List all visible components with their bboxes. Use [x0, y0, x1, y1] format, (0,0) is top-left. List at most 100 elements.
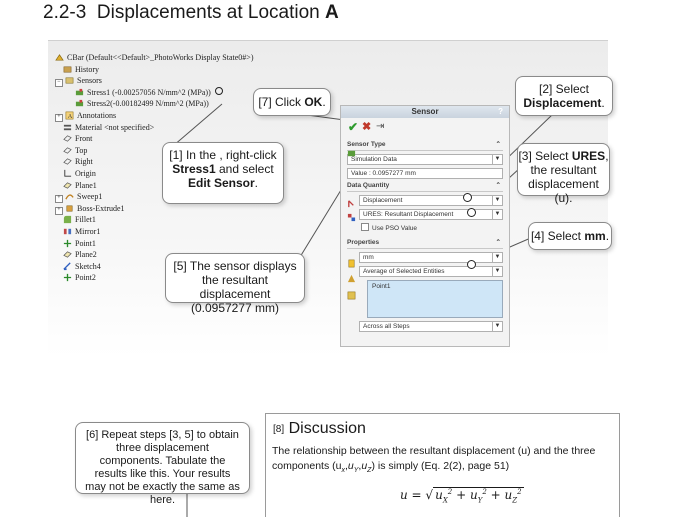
callout-3: [3] Select URES, the resultant displacem… [517, 143, 610, 205]
plane-icon [63, 135, 72, 142]
entities-icon [347, 291, 356, 300]
tree-item-material[interactable]: Material <not specified> [55, 122, 270, 134]
checkbox-box[interactable] [361, 223, 369, 231]
pointer-marker [467, 260, 476, 269]
expand-toggle[interactable]: + [55, 195, 63, 204]
panel-header: Sensor ? [341, 106, 509, 118]
tree-item-right[interactable]: Right [55, 156, 270, 168]
title-number: 2.2-3 [43, 2, 87, 23]
point-icon [63, 274, 72, 282]
sensor-panel: Sensor ? Sensor Type⌃ Simulation Data ▼ … [340, 105, 510, 347]
annotations-icon: A [65, 111, 74, 120]
part-icon [55, 54, 64, 61]
expand-toggle[interactable]: + [55, 206, 63, 215]
tree-item-point2[interactable]: Point2 [55, 272, 270, 284]
sensor-type-dropdown[interactable]: Simulation Data ▼ [347, 154, 503, 165]
tree-item-sketch4[interactable]: Sketch4 [55, 261, 270, 273]
collapse-toggle[interactable]: − [55, 79, 63, 88]
material-icon [63, 124, 72, 130]
help-button[interactable]: ? [498, 107, 503, 116]
chevron-down-icon[interactable]: ▼ [492, 253, 502, 262]
use-pso-checkbox[interactable]: Use PSO Value [361, 223, 503, 232]
units-dropdown[interactable]: mm ▼ [359, 252, 503, 263]
tree-item-point1[interactable]: Point1 [55, 238, 270, 250]
mirror-icon [63, 228, 72, 235]
pointer-marker [463, 193, 472, 202]
callout-1: [1] In the , right-click Stress1 and sel… [162, 142, 284, 204]
fillet-icon [63, 216, 72, 224]
ok-button[interactable]: ✔ [348, 120, 359, 134]
chevron-down-icon[interactable]: ▼ [492, 210, 502, 219]
tree-item-stress1[interactable]: Stress1 (-0.00257056 N/mm^2 (MPa)) [55, 86, 270, 99]
callout-7: [7] Click OK. [253, 88, 331, 116]
callout-4: [4] Select mm. [528, 222, 612, 250]
extrude-icon [66, 205, 73, 212]
tree-item-sweep1[interactable]: +Sweep1 [55, 191, 270, 204]
sensors-folder-icon [65, 77, 74, 84]
component-dropdown[interactable]: URES: Resultant Displacement ▼ [359, 209, 503, 220]
tree-item-fillet1[interactable]: Fillet1 [55, 214, 270, 226]
sketch-icon [63, 262, 71, 270]
title-text: Displacements at Location [96, 2, 320, 23]
quantity-dropdown[interactable]: Displacement ▼ [359, 195, 503, 206]
callout-6: [6] Repeat steps [3, 5] to obtain three … [75, 422, 250, 506]
chevron-down-icon[interactable]: ▼ [492, 267, 502, 276]
plane-icon [63, 251, 72, 258]
tree-item-mirror1[interactable]: Mirror1 [55, 226, 270, 238]
pointer-marker [214, 86, 223, 95]
stress-sensor-icon [75, 88, 84, 95]
discussion-box [265, 413, 620, 517]
pointer-marker [467, 208, 476, 217]
collapse-chevron-icon[interactable]: ⌃ [495, 141, 501, 148]
svg-text:A: A [68, 113, 73, 120]
collapse-chevron-icon[interactable]: ⌃ [495, 182, 501, 189]
point-icon [63, 239, 72, 247]
plane-icon [63, 158, 72, 165]
units-icon [348, 259, 355, 268]
pin-icon[interactable]: ⇥ [376, 121, 385, 132]
cancel-button[interactable]: ✖ [362, 121, 372, 133]
history-icon [63, 66, 72, 73]
section-sensor-type[interactable]: Sensor Type⌃ [347, 140, 503, 151]
selected-entities-list[interactable]: Point1 [367, 280, 503, 318]
page-title: 2.2-3 Displacements at Location A [43, 2, 339, 24]
title-letter: A [325, 2, 339, 23]
section-properties[interactable]: Properties⌃ [347, 238, 503, 249]
tree-item-origin[interactable]: Origin [55, 168, 270, 180]
formula: u = √uX2 + uY2 + uZ2 [400, 487, 524, 505]
sensor-type-icon [347, 150, 356, 157]
tree-item-history[interactable]: History [55, 64, 270, 76]
plane-icon [63, 181, 72, 189]
collapse-chevron-icon[interactable]: ⌃ [495, 239, 501, 246]
tree-item-plane1[interactable]: Plane1 [55, 180, 270, 192]
expand-toggle[interactable]: + [55, 113, 63, 122]
chevron-down-icon[interactable]: ▼ [492, 155, 502, 164]
feature-tree: CBar (Default<<Default>_PhotoWorks Displ… [55, 52, 270, 284]
value-readout: Value : 0.0957277 mm [347, 168, 503, 179]
tree-root[interactable]: CBar (Default<<Default>_PhotoWorks Displ… [55, 52, 270, 64]
tree-item-plane2[interactable]: Plane2 [55, 249, 270, 261]
sweep-icon [65, 194, 74, 200]
stress-sensor-icon [75, 100, 84, 107]
tree-item-top[interactable]: Top [55, 145, 270, 157]
component-icon [347, 213, 356, 222]
callout-5: [5] The sensor displays the resultant di… [165, 253, 305, 315]
section-data-quantity[interactable]: Data Quantity⌃ [347, 181, 503, 192]
tree-item-sensors[interactable]: −Sensors [55, 75, 270, 88]
plane-icon [63, 147, 72, 154]
quantity-icon [348, 200, 354, 208]
discussion-heading: [8] Discussion [273, 420, 366, 437]
tree-item-front[interactable]: Front [55, 133, 270, 145]
list-item[interactable]: Point1 [372, 283, 391, 290]
criterion-icon [347, 274, 356, 283]
criterion-dropdown[interactable]: Average of Selected Entities ▼ [359, 266, 503, 277]
chevron-down-icon[interactable]: ▼ [492, 322, 502, 331]
tree-item-boss-extrude1[interactable]: +Boss-Extrude1 [55, 203, 270, 215]
discussion-text: The relationship between the resultant d… [272, 445, 596, 475]
step-dropdown[interactable]: Across all Steps ▼ [359, 321, 503, 332]
origin-icon [64, 169, 72, 177]
chevron-down-icon[interactable]: ▼ [492, 196, 502, 205]
tree-item-stress2[interactable]: Stress2(-0.00182499 N/mm^2 (MPa)) [55, 98, 270, 110]
